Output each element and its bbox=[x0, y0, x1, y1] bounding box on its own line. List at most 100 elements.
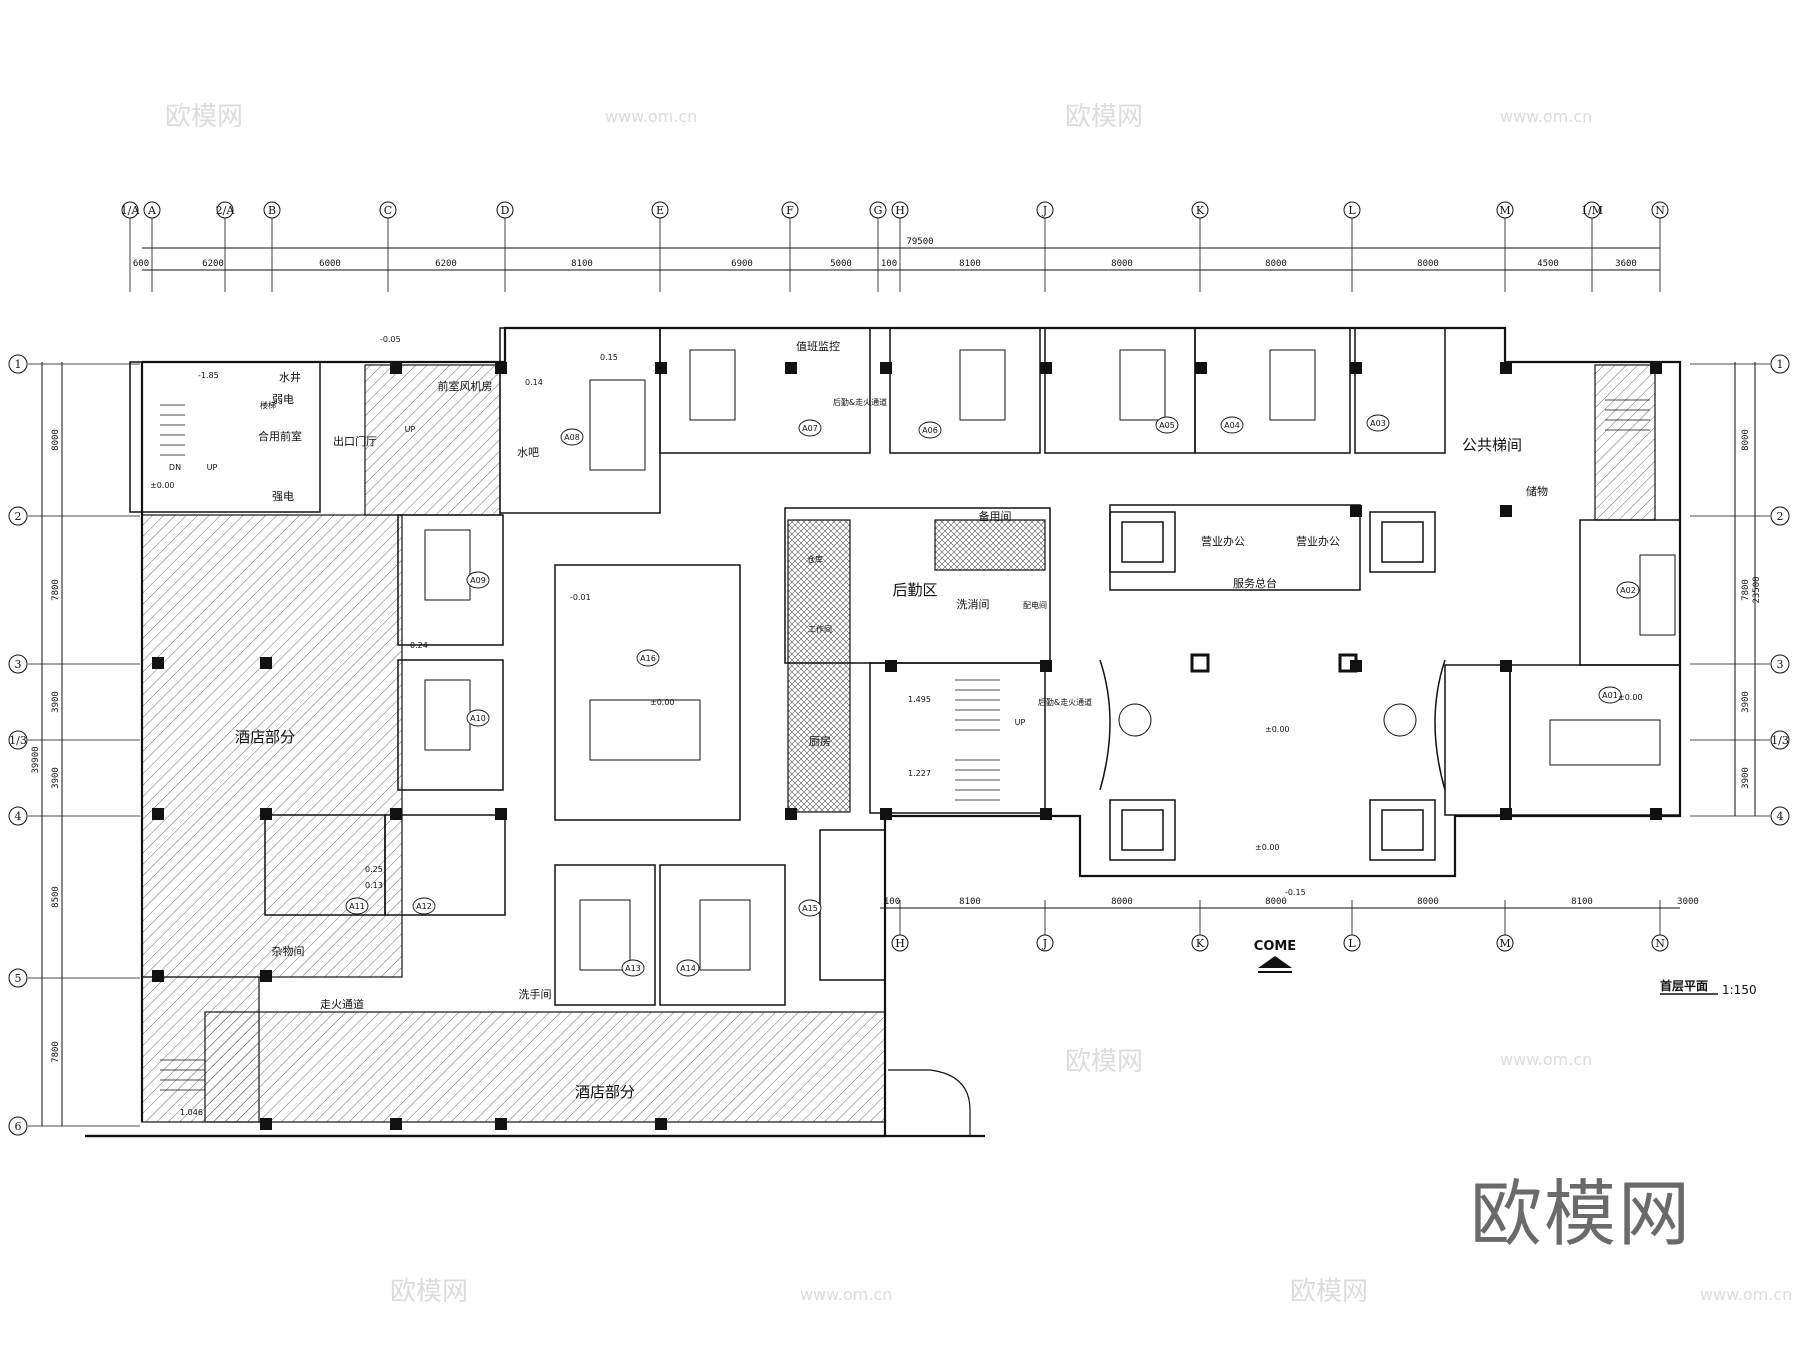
unit-tag-oval bbox=[1598, 686, 1622, 704]
elevation-mark: 0.13 bbox=[365, 881, 383, 890]
label-work-room: 工作间 bbox=[808, 624, 832, 634]
top-dimension-value: 100 bbox=[881, 259, 897, 269]
grid-bubble-label: 1 bbox=[15, 358, 22, 371]
top-dimension-value: 6900 bbox=[731, 259, 753, 269]
grid-bubble bbox=[781, 201, 799, 219]
label-business-office-2: 营业办公 bbox=[1296, 534, 1340, 548]
label-water-bar: 水吧 bbox=[517, 446, 539, 459]
watermark-url: www.om.cn bbox=[1500, 1050, 1592, 1069]
grid-bubble-label: K bbox=[1196, 204, 1205, 217]
elevation-mark: 0.14 bbox=[525, 378, 543, 387]
grid-bubble bbox=[1651, 934, 1669, 952]
elevation-mark: ±0.00 bbox=[1255, 843, 1280, 852]
grid-bubble-label: 1/A bbox=[121, 204, 141, 217]
grid-bubble bbox=[263, 201, 281, 219]
grid-bubble-left bbox=[8, 654, 28, 674]
top-dimension-value: 6200 bbox=[435, 259, 457, 269]
label-stair: 楼梯 bbox=[260, 400, 276, 410]
structural-columns bbox=[152, 362, 1662, 1130]
grid-bubble-right bbox=[1770, 354, 1790, 374]
grid-bubble-label: D bbox=[501, 204, 510, 217]
unit-tag-oval bbox=[560, 428, 584, 446]
grid-bubble-label: J bbox=[1042, 204, 1047, 217]
grid-bubble-label: G bbox=[874, 204, 883, 217]
left-total-dimension: 39900 bbox=[31, 746, 41, 773]
lobby-decor-squares bbox=[1099, 511, 1446, 861]
top-dimension-value: 4500 bbox=[1537, 259, 1559, 269]
watermark-text: 欧模网 bbox=[1290, 1277, 1368, 1307]
grid-bubble bbox=[891, 934, 909, 952]
label-public-stair: 公共梯间 bbox=[1462, 436, 1522, 454]
grid-bubble bbox=[1496, 934, 1514, 952]
watermark-text: 欧模网 bbox=[165, 102, 243, 132]
grid-bubble bbox=[121, 201, 139, 219]
grid-bubble-label: 3 bbox=[1777, 658, 1784, 671]
grid-bubble-label: 1/M bbox=[1581, 204, 1603, 217]
label-fire-escape: 走火通道 bbox=[320, 997, 364, 1011]
watermark-text: 欧模网 bbox=[1065, 102, 1143, 132]
grid-bubble-label: 6 bbox=[15, 1120, 22, 1133]
south-east-curved-wall bbox=[888, 1069, 971, 1136]
grid-bubble-label: N bbox=[1655, 937, 1665, 950]
bottom-dimension-value: 8000 bbox=[1111, 897, 1133, 907]
stair-lines bbox=[160, 399, 1650, 1091]
grid-bubble-label: L bbox=[1348, 204, 1356, 217]
grid-bubble bbox=[1191, 201, 1209, 219]
watermark-text: 欧模网 bbox=[390, 1277, 468, 1307]
grid-bubble-label: 1/3 bbox=[1771, 734, 1789, 747]
grid-bubble-left bbox=[8, 730, 28, 750]
left-dimension-value: 3900 bbox=[51, 691, 61, 713]
grid-bubble bbox=[651, 201, 669, 219]
grid-bubble-label: 4 bbox=[15, 810, 22, 823]
grid-bubble bbox=[1343, 934, 1361, 952]
grid-bubble-label: 1 bbox=[1777, 358, 1784, 371]
top-dimension-value: 8100 bbox=[959, 259, 981, 269]
grid-bubble bbox=[1496, 201, 1514, 219]
elevation-mark: 1.227 bbox=[908, 769, 931, 778]
drawing-scale: 1:150 bbox=[1722, 983, 1757, 997]
top-dimension-value: 8000 bbox=[1417, 259, 1439, 269]
grid-bubble-left bbox=[8, 968, 28, 988]
top-dimension-value: 3600 bbox=[1615, 259, 1637, 269]
elevation-mark: 0.25 bbox=[365, 865, 383, 874]
elevation-mark: 0.24 bbox=[410, 641, 428, 650]
watermark-url: www.om.cn bbox=[605, 107, 697, 126]
unit-tag-oval bbox=[798, 419, 822, 437]
room-labels: 酒店部分 酒店部分 后勤区 公共梯间 服务总台 营业办公 营业办公 水井 弱电 … bbox=[169, 339, 1548, 1101]
label-service-desk: 服务总台 bbox=[1233, 576, 1277, 590]
right-dimension-value: 7800 bbox=[1741, 579, 1751, 601]
grid-bubble-label: 5 bbox=[15, 972, 22, 985]
unit-tag-label: A13 bbox=[625, 964, 641, 973]
bottom-dimension-value: 8000 bbox=[1265, 897, 1287, 907]
elevation-mark: ±0.00 bbox=[1618, 693, 1643, 702]
unit-tag-oval bbox=[676, 959, 700, 977]
label-storage: 储物 bbox=[1526, 484, 1548, 498]
unit-tag-oval bbox=[412, 897, 436, 915]
top-dimension-value: 8000 bbox=[1265, 259, 1287, 269]
grid-bubble bbox=[216, 201, 234, 219]
top-dimension-value: 8000 bbox=[1111, 259, 1133, 269]
grid-bubble bbox=[1651, 201, 1669, 219]
elevation-marks: -1.85 ±0.00 -0.05 0.15 0.14 -0.01 0.24 1… bbox=[150, 335, 1643, 1117]
bottom-dimension-value: 8100 bbox=[959, 897, 981, 907]
label-water-well: 水井 bbox=[279, 370, 301, 384]
grid-bubble-right bbox=[1770, 506, 1790, 526]
grid-bubble-label: H bbox=[895, 204, 905, 217]
right-total-dimension: 23500 bbox=[1752, 576, 1762, 603]
corner-watermark-logo: 欧模网 bbox=[1470, 1172, 1693, 1256]
grid-bubble-label: L bbox=[1348, 937, 1356, 950]
unit-tag-oval bbox=[1616, 581, 1640, 599]
grid-bubble bbox=[1191, 934, 1209, 952]
unit-tag-label: A08 bbox=[564, 433, 580, 442]
label-hotel-part-south: 酒店部分 bbox=[575, 1083, 635, 1101]
unit-tag-oval bbox=[1155, 416, 1179, 434]
grid-bubble bbox=[496, 201, 514, 219]
left-dimension-value: 8500 bbox=[51, 886, 61, 908]
top-dimension-value: 6000 bbox=[319, 259, 341, 269]
hatched-hotel-areas bbox=[141, 364, 1656, 1123]
left-dimension-value: 7800 bbox=[51, 1041, 61, 1063]
